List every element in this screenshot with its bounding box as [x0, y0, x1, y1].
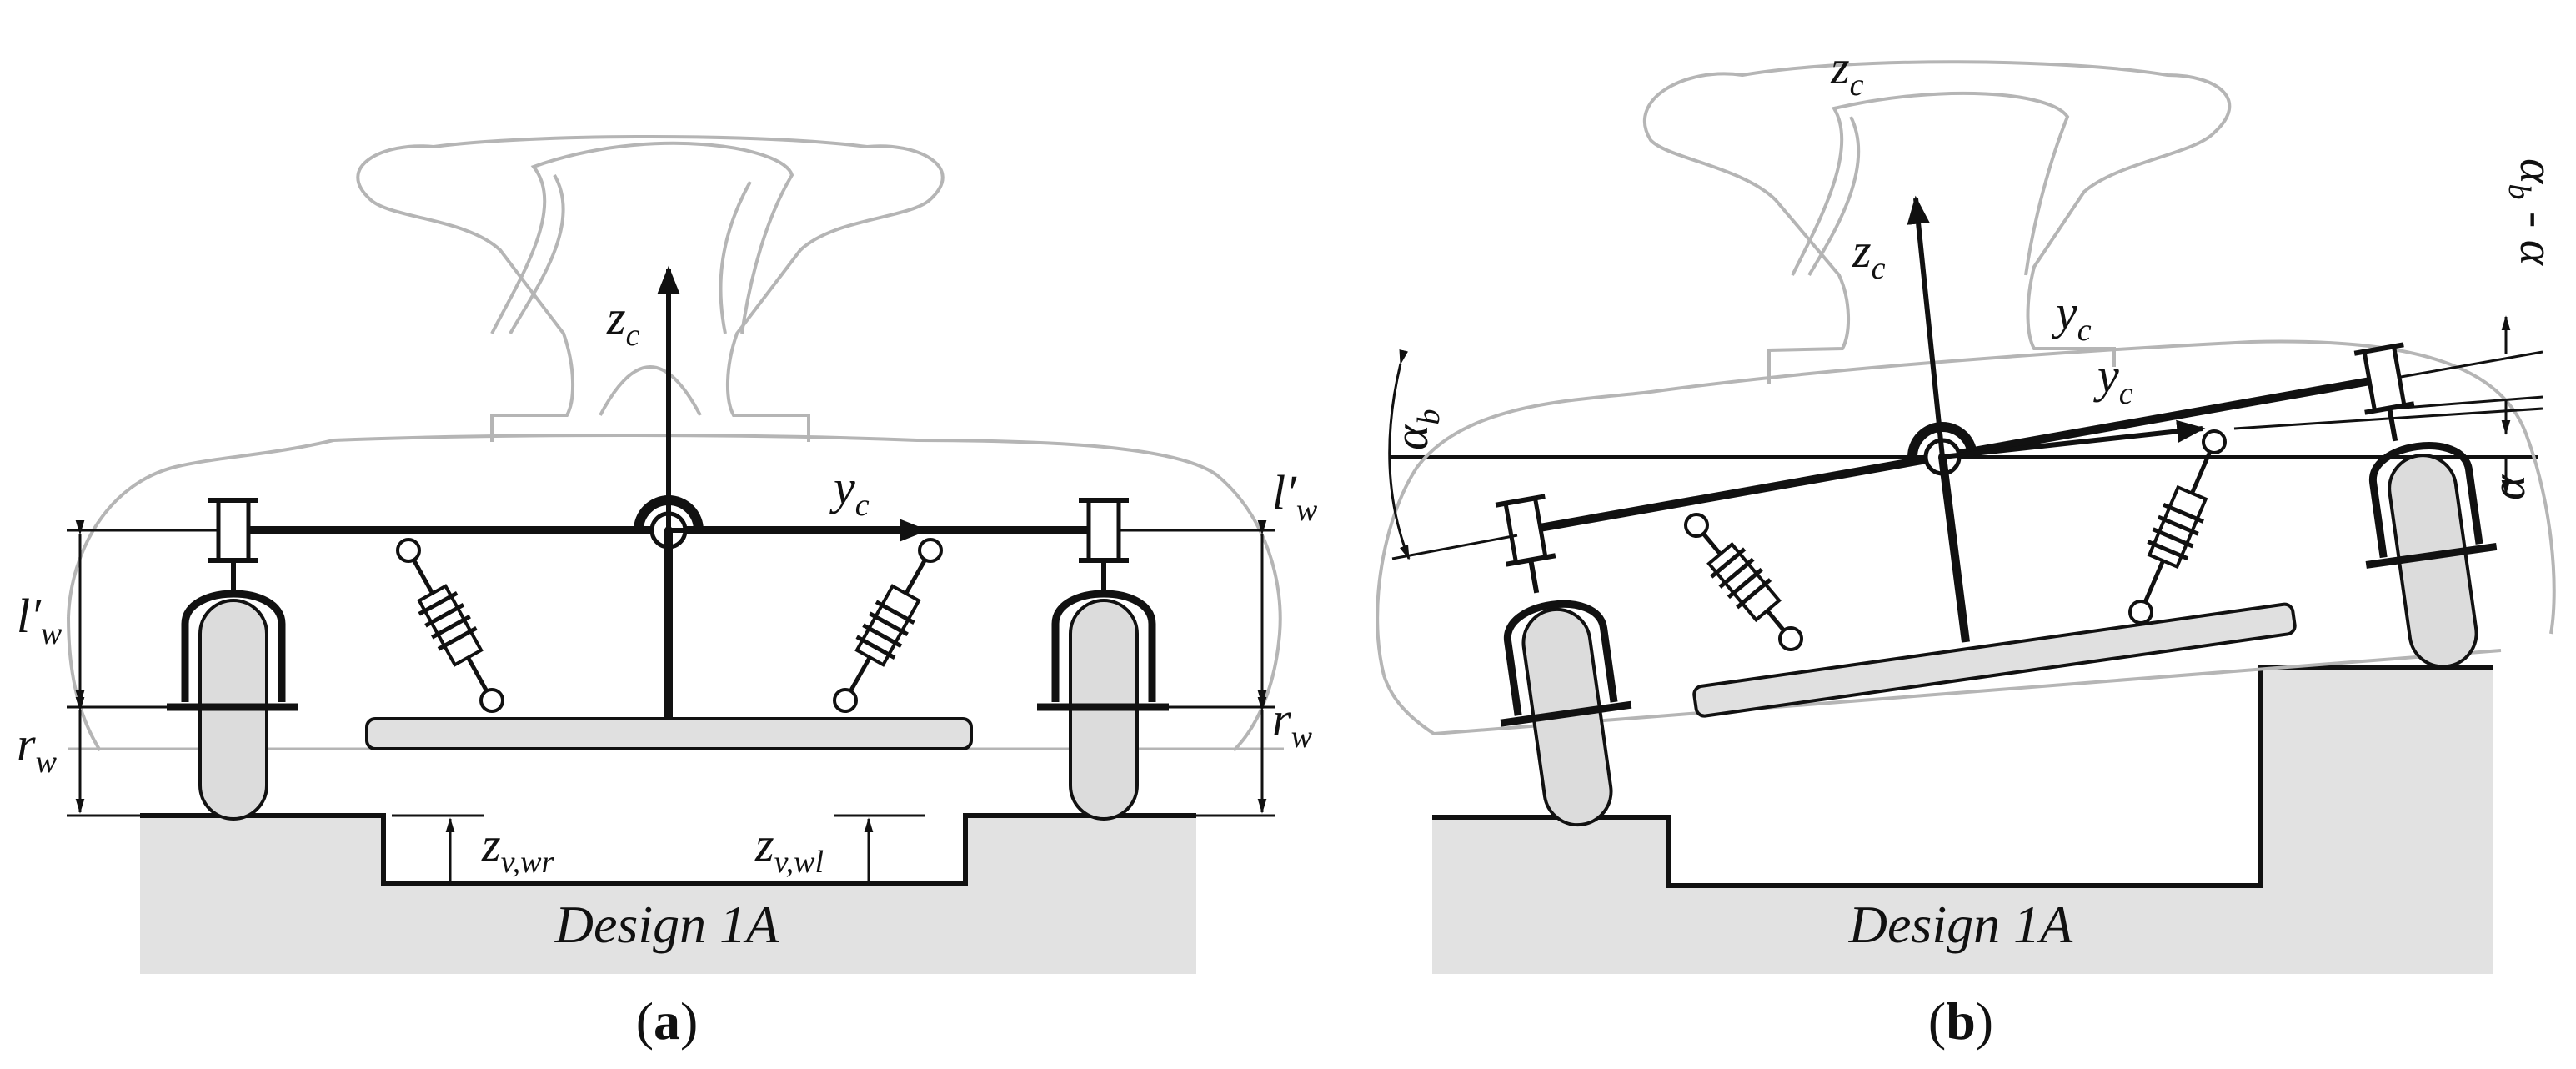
ground-edge-a	[140, 813, 1196, 886]
label-zvwl-a: zv,wl	[754, 817, 824, 880]
label-lw-right-a: l′w	[1272, 465, 1318, 528]
ground-a	[140, 813, 1196, 974]
seat-outline-b	[1376, 60, 2556, 736]
panel-a: zc yc l′w rw l′w rw zv,wr zv,wl Design 1…	[17, 135, 1318, 1051]
platform-a	[365, 717, 973, 750]
dimensions-a	[67, 519, 1275, 882]
wheel-left-a	[167, 590, 298, 821]
label-alpha-b: αb	[1384, 409, 1446, 450]
damper-right-a	[833, 538, 943, 713]
caption-a: (a)	[636, 991, 699, 1051]
label-lw-left-a: l′w	[17, 589, 63, 651]
kingpin-left-a	[208, 498, 258, 597]
angle-dimensions-b	[1388, 315, 2543, 560]
ground-b	[1432, 667, 2493, 974]
label-alpha: α	[2481, 474, 2535, 500]
label-rw-left-a: rw	[17, 717, 58, 780]
wheel-left-b	[1500, 600, 1632, 827]
damper-left-a	[396, 538, 504, 713]
label-zvwr-a: zv,wr	[481, 817, 554, 880]
zc-axis-b	[1907, 195, 1945, 458]
label-zc-seat-b: zc	[1830, 40, 1864, 103]
label-yc-a: yc	[829, 460, 870, 523]
kingpin-right-a	[1079, 498, 1129, 597]
yc-axis-b	[1942, 419, 2206, 459]
wheel-right-b	[2365, 442, 2498, 669]
panel-b: zc zc yc yc αb αb - α α Design 1A (b)	[1376, 40, 2564, 1051]
label-zc-b: zc	[1852, 223, 1886, 286]
post-b	[1938, 456, 1970, 643]
kingpin-right-b	[2353, 342, 2415, 442]
label-yc-b: yc	[2093, 349, 2133, 411]
damper-right-b	[2128, 429, 2227, 625]
design-label-a: Design 1A	[554, 895, 779, 954]
label-yc-seat-b: yc	[2052, 285, 2092, 348]
label-rw-right-a: rw	[1272, 692, 1313, 755]
wheel-right-a	[1037, 590, 1169, 821]
kingpin-left-b	[1495, 494, 1556, 594]
caption-b: (b)	[1928, 991, 1993, 1051]
design-label-b: Design 1A	[1848, 895, 2073, 954]
damper-left-b	[1684, 513, 1803, 651]
platform-b	[1692, 602, 2297, 718]
label-zc-a: zc	[606, 290, 640, 353]
label-alpha-b-minus-alpha: αb - α	[2502, 158, 2564, 267]
